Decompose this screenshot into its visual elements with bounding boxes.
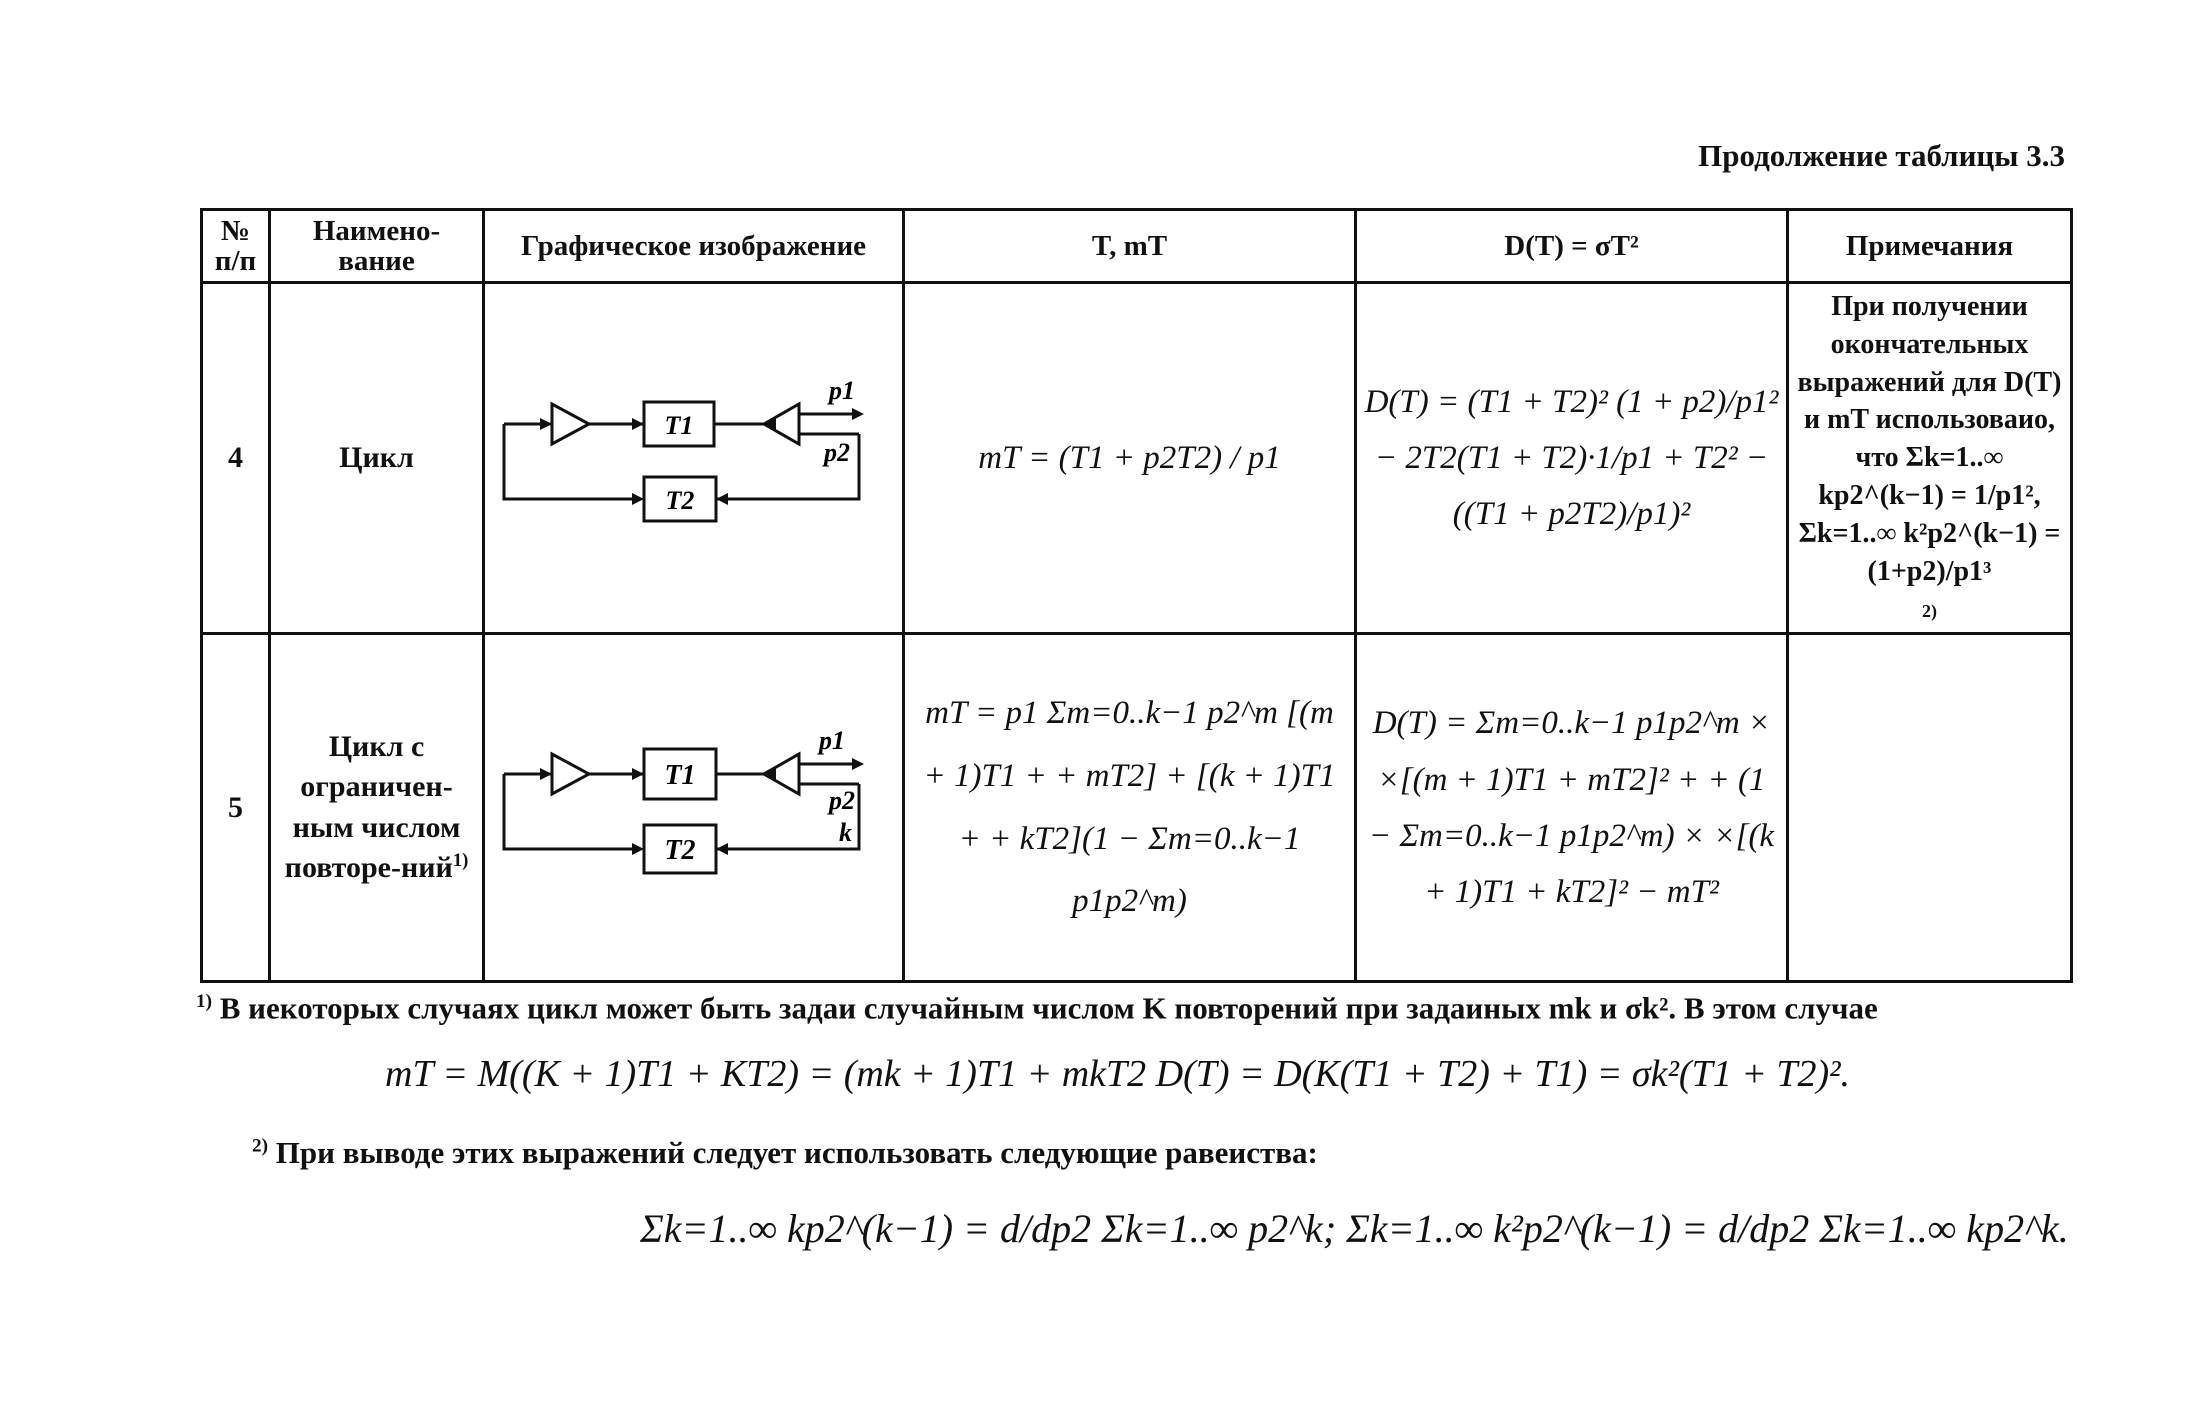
row-num: 4	[200, 280, 271, 636]
footnote-1-formula: mT = M((K + 1)T1 + KT2) = (mk + 1)T1 + m…	[385, 1053, 1851, 1095]
table-row-5: 5 Цикл с ограничен-ным числом повторе-ни…	[200, 632, 2073, 984]
block-t2-label: T2	[664, 835, 695, 866]
out-p2-label: p2	[822, 438, 850, 467]
variance-formula: D(T) = Σm=0..k−1 p1p2^m × ×[(m + 1)T1 + …	[1368, 705, 1775, 910]
block-t2-label: T2	[665, 486, 694, 515]
footnote-2-mark: 2)	[252, 1135, 268, 1157]
cycle-diagram: T1 T2 p1 p2	[502, 376, 864, 523]
row-num: 5	[200, 632, 271, 984]
out-k-label: k	[839, 818, 852, 847]
footnote-1-mark: 1)	[196, 991, 212, 1012]
properties-table: № п/п Наимено-вание Графическое изображе…	[200, 208, 2073, 984]
variance-formula: D(T) = (T1 + T2)² (1 + p2)/p1² − 2T2(T1 …	[1364, 383, 1779, 533]
footnote-2-formula: Σk=1..∞ kp2^(k−1) = d/dp2 Σk=1..∞ p2^k; …	[640, 1206, 2069, 1251]
header-num: № п/п	[200, 208, 271, 284]
row-variance: D(T) = Σm=0..k−1 p1p2^m × ×[(m + 1)T1 + …	[1354, 632, 1789, 984]
header-variance: D(T) = σT²	[1354, 208, 1789, 284]
mean-formula: mT = (T1 + p2T2) / p1	[978, 439, 1281, 476]
header-name: Наимено-вание	[268, 208, 485, 284]
row-mean: mT = (T1 + p2T2) / p1	[902, 280, 1357, 636]
footnote-1-text: В иекоторых случаях цикл может быть зада…	[219, 990, 1878, 1026]
row-note-empty	[1786, 632, 2073, 984]
out-p1-label: p1	[817, 726, 845, 755]
mean-formula: mT = p1 Σm=0..k−1 p2^m [(m + 1)T1 + + mT…	[923, 695, 1336, 920]
table-row-4: 4 Цикл	[200, 280, 2073, 636]
row-name-text: Цикл с ограничен-ным числом повторе-ний	[284, 729, 461, 885]
row-diagram: T1 T2 p1 p2	[482, 280, 905, 636]
row-mean: mT = p1 Σm=0..k−1 p2^m [(m + 1)T1 + + mT…	[902, 632, 1357, 984]
row-name-mark: 1)	[452, 850, 469, 872]
header-mean: T, mT	[902, 208, 1357, 284]
header-image: Графическое изображение	[482, 208, 905, 284]
block-t1-label: T1	[664, 411, 693, 440]
row-diagram: T1 T2 p1 p2 k	[482, 632, 905, 984]
block-t1-label: T1	[664, 760, 695, 791]
limited-cycle-diagram: T1 T2 p1 p2 k	[502, 726, 864, 875]
footnote-2: 2) При выводе этих выражений следует исп…	[252, 1135, 1318, 1171]
note-mark: 2)	[1922, 601, 1937, 622]
table-caption: Продолжение таблицы 3.3	[1698, 138, 2065, 173]
row-variance: D(T) = (T1 + T2)² (1 + p2)/p1² − 2T2(T1 …	[1354, 280, 1789, 636]
row-name: Цикл	[268, 280, 485, 636]
out-p1-label: p1	[827, 376, 855, 405]
note-text: При получении окончательных выражений дл…	[1797, 291, 2062, 587]
footnote-1: 1) В иекоторых случаях цикл может быть з…	[196, 992, 2076, 1023]
header-notes: Примечания	[1786, 208, 2073, 284]
footnote-2-text: При выводе этих выражений следует исполь…	[275, 1135, 1318, 1170]
out-p2-label: p2	[827, 786, 855, 815]
table-header-row: № п/п Наимено-вание Графическое изображе…	[200, 208, 2073, 284]
row-note: При получении окончательных выражений дл…	[1786, 280, 2073, 636]
row-name: Цикл с ограничен-ным числом повторе-ний1…	[268, 632, 485, 984]
